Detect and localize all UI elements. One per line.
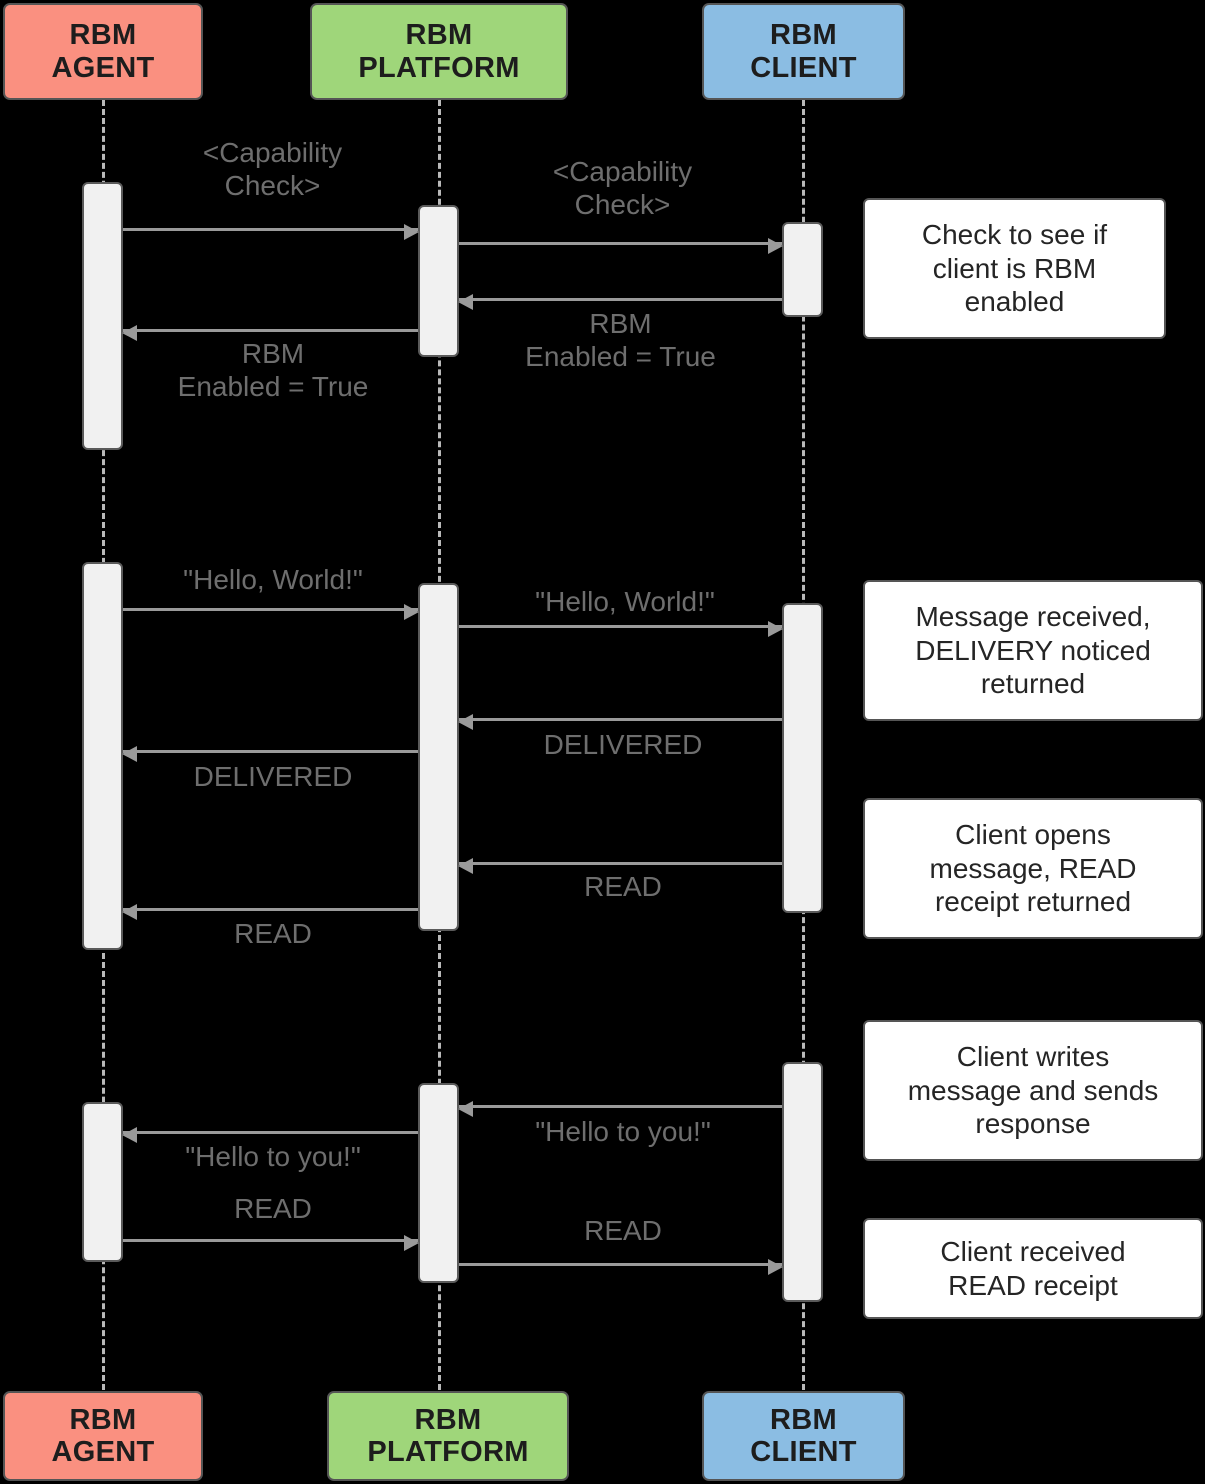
activation-agent-3 bbox=[82, 1102, 123, 1262]
arrowhead-left-icon bbox=[458, 294, 473, 310]
message-label-m2: <Capability Check> bbox=[552, 156, 693, 221]
actor-footer-agent-label: RBM AGENT bbox=[51, 1403, 155, 1468]
arrowhead-left-icon bbox=[458, 858, 473, 874]
message-arrow-m10 bbox=[122, 904, 418, 920]
activation-agent-2 bbox=[82, 562, 123, 950]
message-arrow-m9 bbox=[458, 858, 782, 874]
note-client-writes-message: Client writes message and sends response bbox=[863, 1020, 1203, 1161]
message-label-m11: "Hello to you!" bbox=[535, 1116, 711, 1147]
message-arrow-m14 bbox=[459, 1259, 783, 1275]
arrowhead-right-icon bbox=[768, 1259, 783, 1275]
arrowhead-left-icon bbox=[122, 746, 137, 762]
message-label-m10: READ bbox=[234, 918, 312, 949]
actor-footer-client[interactable]: RBM CLIENT bbox=[702, 1391, 905, 1481]
arrowhead-left-icon bbox=[458, 714, 473, 730]
actor-footer-client-label: RBM CLIENT bbox=[750, 1403, 857, 1468]
message-label-m13: READ bbox=[234, 1193, 312, 1224]
message-label-m7: DELIVERED bbox=[543, 729, 703, 760]
activation-platform-2 bbox=[418, 583, 459, 931]
message-label-m6: "Hello, World!" bbox=[535, 586, 715, 617]
arrowhead-right-icon bbox=[404, 224, 419, 240]
message-label-m12: "Hello to you!" bbox=[185, 1141, 361, 1172]
arrowhead-right-icon bbox=[404, 1235, 419, 1251]
message-arrow-m2 bbox=[459, 238, 783, 254]
arrowhead-right-icon bbox=[404, 604, 419, 620]
message-arrow-m12 bbox=[122, 1127, 418, 1143]
actor-footer-agent[interactable]: RBM AGENT bbox=[3, 1391, 203, 1481]
arrowhead-left-icon bbox=[458, 1101, 473, 1117]
activation-platform-3 bbox=[418, 1083, 459, 1283]
activation-agent-1 bbox=[82, 182, 123, 450]
message-arrow-m7 bbox=[458, 714, 782, 730]
activation-platform-1 bbox=[418, 205, 459, 357]
message-label-m1: <Capability Check> bbox=[202, 137, 343, 202]
arrowhead-left-icon bbox=[122, 1127, 137, 1143]
actor-header-agent-label: RBM AGENT bbox=[51, 19, 155, 84]
message-arrow-m5 bbox=[123, 604, 419, 620]
message-label-m9: READ bbox=[584, 871, 662, 902]
actor-header-platform-label: RBM PLATFORM bbox=[358, 19, 520, 84]
message-arrow-m1 bbox=[123, 224, 419, 240]
message-arrow-m6 bbox=[459, 621, 783, 637]
actor-header-client-label: RBM CLIENT bbox=[750, 19, 857, 84]
message-label-m4: RBM Enabled = True bbox=[177, 338, 369, 403]
actor-header-platform[interactable]: RBM PLATFORM bbox=[310, 3, 568, 100]
actor-footer-platform[interactable]: RBM PLATFORM bbox=[327, 1391, 569, 1481]
message-label-m8: DELIVERED bbox=[193, 761, 353, 792]
arrowhead-right-icon bbox=[768, 621, 783, 637]
note-client-opens-message: Client opens message, READ receipt retur… bbox=[863, 798, 1203, 939]
note-capability-check: Check to see if client is RBM enabled bbox=[863, 198, 1166, 339]
activation-client-3 bbox=[782, 1062, 823, 1302]
note-message-received: Message received, DELIVERY noticed retur… bbox=[863, 580, 1203, 721]
message-arrow-m8 bbox=[122, 746, 418, 762]
actor-header-client[interactable]: RBM CLIENT bbox=[702, 3, 905, 100]
arrowhead-left-icon bbox=[122, 325, 137, 341]
actor-footer-platform-label: RBM PLATFORM bbox=[367, 1403, 529, 1468]
arrowhead-right-icon bbox=[768, 238, 783, 254]
message-arrow-m3 bbox=[458, 294, 782, 310]
message-arrow-m13 bbox=[123, 1235, 419, 1251]
note-client-received-read: Client received READ receipt bbox=[863, 1218, 1203, 1319]
activation-client-1 bbox=[782, 222, 823, 317]
message-label-m5: "Hello, World!" bbox=[183, 564, 363, 595]
message-label-m14: READ bbox=[584, 1215, 662, 1246]
message-label-m3: RBM Enabled = True bbox=[525, 308, 716, 373]
activation-client-2 bbox=[782, 603, 823, 913]
actor-header-agent[interactable]: RBM AGENT bbox=[3, 3, 203, 100]
message-arrow-m11 bbox=[458, 1101, 782, 1117]
arrowhead-left-icon bbox=[122, 904, 137, 920]
message-arrow-m4 bbox=[122, 325, 418, 341]
